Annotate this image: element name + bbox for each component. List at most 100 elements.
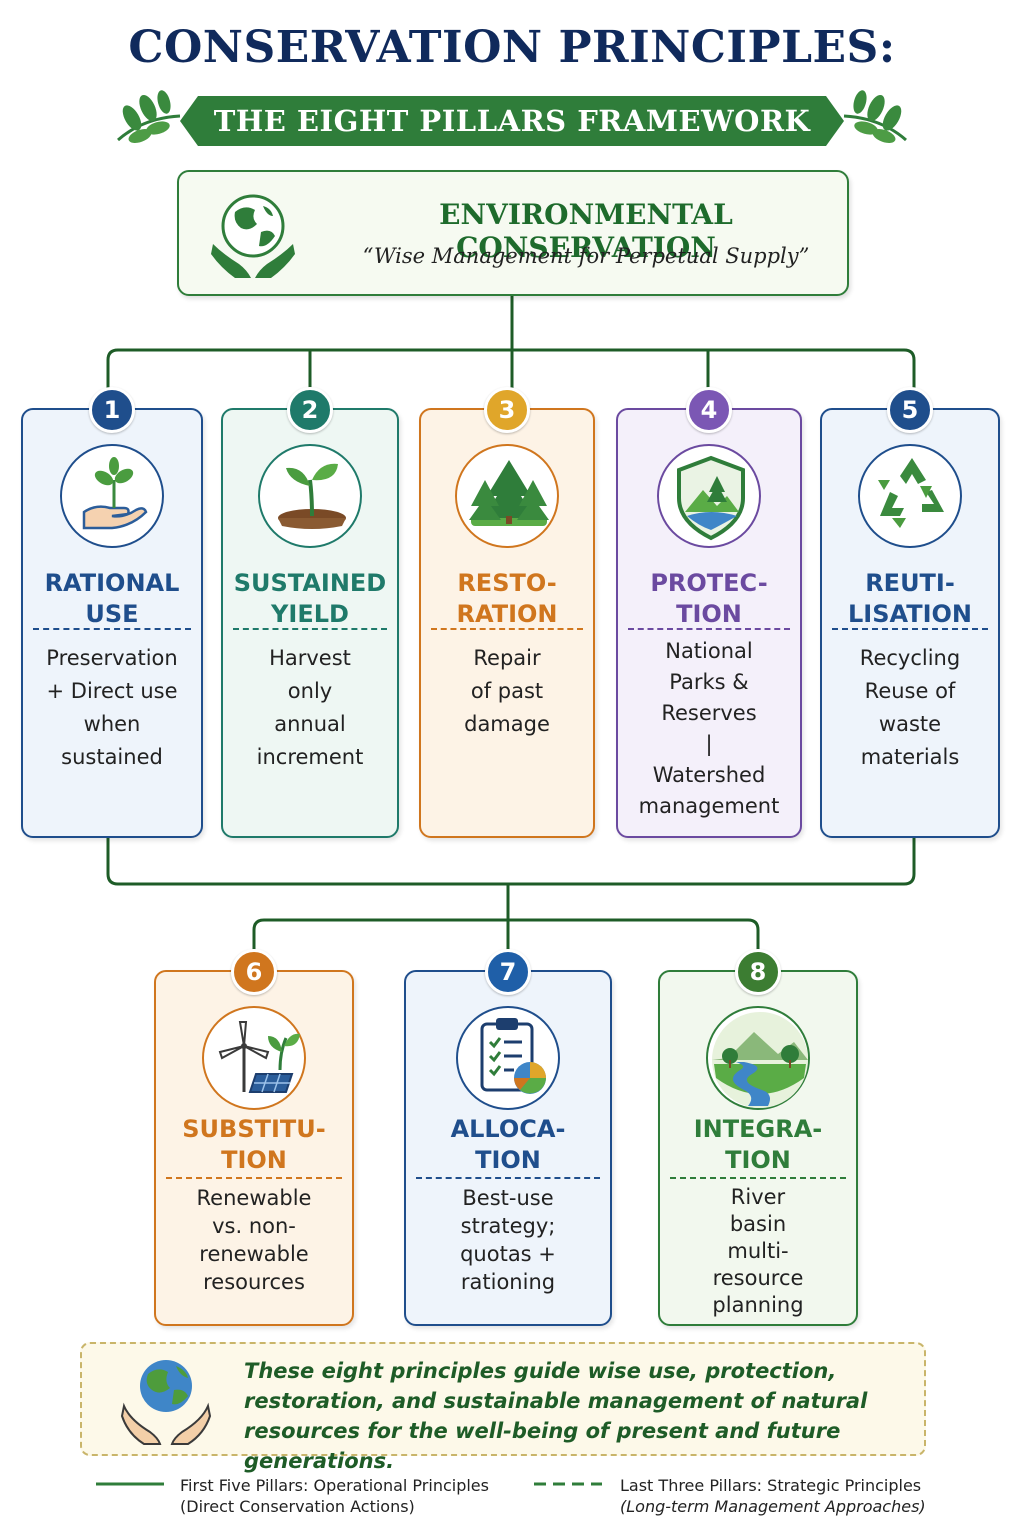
pillar-heading-line: INTEGRA- (693, 1115, 823, 1143)
legend-sublabel: (Direct Conservation Actions) (180, 1497, 415, 1516)
pillar-heading: REUTI- LISATION (822, 568, 998, 630)
dashed-line-legend-icon (534, 1482, 602, 1486)
pillar-description-line: Best-use (462, 1186, 554, 1210)
pillar-heading-line: RESTO- (457, 569, 557, 597)
legend-label: Last Three Pillars: Strategic Principles (620, 1476, 922, 1495)
pillar-heading: ALLOCA- TION (406, 1114, 610, 1176)
pillar-heading-line: RATIONAL (44, 569, 180, 597)
pillar-description-line: planning (712, 1293, 804, 1317)
pillar-heading-line: ALLOCA- (450, 1115, 566, 1143)
hand-with-sprout-icon (60, 444, 164, 548)
pillar-description-line: National (665, 639, 753, 663)
pillar-description-line: River (730, 1185, 786, 1209)
pillar-description-line: Parks & (669, 670, 749, 694)
pillar-description-line: annual (274, 712, 346, 736)
pillar-description-line: multi- (727, 1239, 789, 1263)
pillar-number-badge: 4 (686, 387, 732, 433)
summary-note: These eight principles guide wise use, p… (80, 1342, 926, 1473)
pillar-description-line: + Direct use (46, 679, 178, 703)
wind-solar-icon (202, 1006, 306, 1110)
pillar-description-line: Watershed (652, 763, 766, 787)
pillar-description-line: sustained (61, 745, 163, 769)
dashed-divider (416, 1177, 600, 1179)
pillar-description-line: Repair (473, 646, 541, 670)
pillar-description-line: strategy; (460, 1214, 556, 1238)
pillar-description-line: only (287, 679, 333, 703)
pillar-description-line: resources (203, 1270, 305, 1294)
pillar-heading: SUSTAINED YIELD (223, 568, 397, 630)
pillar-description-line: waste (878, 712, 942, 736)
pillar-description-line: of past (470, 679, 544, 703)
dashed-divider (33, 628, 191, 630)
legend-item-operational: First Five Pillars: Operational Principl… (180, 1475, 489, 1517)
pillar-description-line: Harvest (269, 646, 351, 670)
pillar-description-line: materials (860, 745, 960, 769)
pillar-description-line: resource (712, 1266, 804, 1290)
pillar-heading: SUBSTITU- TION (156, 1114, 352, 1176)
pillar-heading-line: TION (725, 1146, 791, 1174)
nature-shield-icon (657, 444, 761, 548)
right-laurel-icon (843, 90, 907, 143)
pillar-description-line: Reuse of (864, 679, 956, 703)
pillar-description-line: renewable (199, 1242, 309, 1266)
subtitle-banner: THE EIGHT PILLARS FRAMEWORK (180, 96, 844, 146)
pillar-heading-line: TION (475, 1146, 541, 1174)
pillar-description-line: Reserves (661, 701, 757, 725)
pillar-number-badge: 6 (231, 949, 277, 995)
pillar-heading-line: REUTI- (865, 569, 955, 597)
legend-sublabel: (Long-term Management Approaches) (620, 1497, 926, 1516)
pillar-number-badge: 2 (287, 387, 333, 433)
pillar-number-badge: 5 (887, 387, 933, 433)
dashed-divider (832, 628, 988, 630)
pillar-heading-line: PROTEC- (650, 569, 768, 597)
pillar-heading-line: LISATION (847, 600, 972, 628)
pillar-heading-line: SUSTAINED (233, 569, 387, 597)
pillar-description-line: rationing (460, 1270, 556, 1294)
dashed-divider (628, 628, 790, 630)
pillar-heading-line: TION (676, 600, 742, 628)
seedling-in-soil-icon (258, 444, 362, 548)
summary-text: These eight principles guide wise use, p… (244, 1359, 868, 1473)
legend-label: First Five Pillars: Operational Principl… (180, 1476, 489, 1495)
pillar-description: River basin multi-resource planning (668, 1184, 848, 1319)
dashed-divider (233, 628, 387, 630)
dashed-divider (431, 628, 583, 630)
earth-in-hands-icon (120, 1360, 212, 1445)
dashed-divider (166, 1177, 342, 1179)
root-title: ENVIRONMENTAL CONSERVATION (439, 198, 733, 264)
pillar-description-line: | (705, 732, 713, 756)
pillar-heading-line: TION (221, 1146, 287, 1174)
root-quote: “Wise Management for Perpetual Supply” (362, 244, 810, 268)
pillar-number-badge: 3 (484, 387, 530, 433)
solid-line-legend-icon (96, 1482, 164, 1486)
root-concept-box: ENVIRONMENTAL CONSERVATION “Wise Managem… (177, 170, 849, 296)
pillar-description-line: Recycling (859, 646, 961, 670)
page-subtitle: THE EIGHT PILLARS FRAMEWORK (213, 104, 811, 138)
pillar-heading: PROTEC- TION (618, 568, 800, 630)
pillar-heading-line: YIELD (271, 600, 349, 628)
globe-in-hands-icon (211, 194, 295, 278)
pillar-description-line: management (638, 794, 780, 818)
pillar-number-badge: 8 (735, 949, 781, 995)
page-title: CONSERVATION PRINCIPLES: (128, 22, 896, 73)
legend-item-strategic: Last Three Pillars: Strategic Principles… (620, 1475, 926, 1517)
pillar-description-line: basin (729, 1212, 787, 1236)
pillar-heading-line: RATION (456, 600, 558, 628)
dashed-divider (670, 1177, 846, 1179)
pillar-heading-line: SUBSTITU- (182, 1115, 326, 1143)
